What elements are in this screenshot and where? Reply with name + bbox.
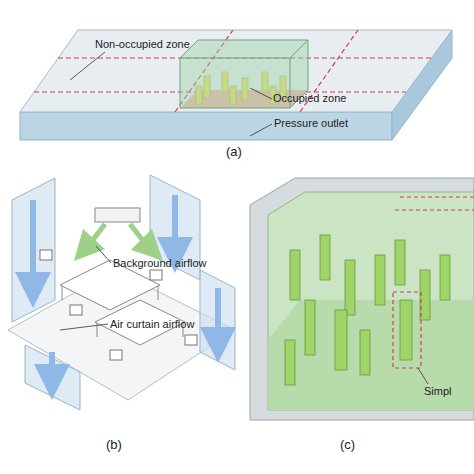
desk <box>60 260 185 345</box>
partition-panel <box>25 345 80 410</box>
partition-panel <box>200 270 235 370</box>
occupant-block <box>320 235 330 280</box>
simulation-box <box>250 178 474 420</box>
chair <box>70 305 82 315</box>
occupant-block <box>400 300 412 360</box>
occupant-block <box>305 300 315 355</box>
occupant-block <box>285 235 450 385</box>
desk <box>62 286 63 300</box>
partition-panel <box>12 178 55 322</box>
leader-line <box>418 368 428 384</box>
chair <box>110 350 122 360</box>
background-airflow-arrow <box>84 224 105 250</box>
leader-line <box>418 368 428 384</box>
air-curtain-arrow <box>30 200 36 290</box>
chair <box>40 250 52 260</box>
leader-line <box>250 124 272 136</box>
occupant-block <box>290 250 300 300</box>
zone-dashed-lines <box>34 30 431 112</box>
air-curtain-arrow <box>215 288 221 345</box>
air-curtain-arrow <box>172 195 178 255</box>
panel-label: (b) <box>106 438 146 453</box>
occupant-block <box>440 255 450 300</box>
simulation-box <box>268 192 474 410</box>
panel-label: (c) <box>340 438 380 453</box>
occupant-block <box>375 255 385 305</box>
callout-label: Non-occupied zone <box>95 38 235 51</box>
domain-slab <box>20 30 452 140</box>
leader-line <box>70 52 272 136</box>
callout-label: Simpl <box>424 385 474 398</box>
background-airflow-arrow <box>84 224 152 250</box>
callout-label: Background airflow <box>113 257 243 270</box>
panel-label: (a) <box>226 145 266 160</box>
occupant-block <box>345 260 355 315</box>
ceiling-unit <box>95 208 140 222</box>
desk <box>158 286 159 300</box>
occupant-block <box>285 340 295 385</box>
occupant-block <box>335 310 347 370</box>
highlight-dashed-box <box>393 292 421 368</box>
simulation-box <box>250 178 474 420</box>
highlight-dashed-box <box>395 209 474 210</box>
occupant-block <box>395 240 405 285</box>
leader-line <box>96 246 111 263</box>
leader-line <box>60 324 108 330</box>
air-curtain-arrow <box>33 195 218 382</box>
leader-line <box>250 88 272 99</box>
ceiling-unit <box>95 208 140 222</box>
domain-slab <box>20 112 392 140</box>
air-curtain-arrow <box>49 352 55 382</box>
callout-label: Air curtain airflow <box>110 318 240 331</box>
simulation-box <box>268 300 474 410</box>
background-airflow-arrow <box>130 224 152 250</box>
chair <box>150 270 162 280</box>
leader-line <box>60 246 111 330</box>
domain-slab <box>20 30 452 112</box>
occupied-box <box>180 40 308 58</box>
occupant-block <box>360 330 370 375</box>
callout-label: Occupied zone <box>273 92 383 105</box>
highlight-dashed-box <box>400 196 474 197</box>
chair <box>185 335 197 345</box>
leader-line <box>70 52 105 80</box>
callout-label: Pressure outlet <box>274 117 384 130</box>
highlight-dashed-box <box>393 197 474 368</box>
partition-panel <box>12 175 235 410</box>
